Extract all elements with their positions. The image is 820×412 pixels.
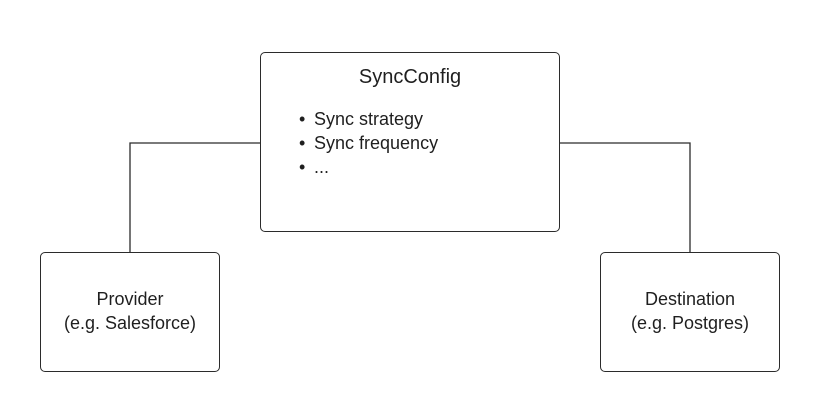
connector-syncconfig-to-destination <box>560 142 691 252</box>
syncconfig-item-strategy: Sync strategy <box>299 107 438 131</box>
syncconfig-item-frequency: Sync frequency <box>299 131 438 155</box>
syncconfig-title: SyncConfig <box>358 66 462 88</box>
destination-name: Destination <box>644 289 736 309</box>
provider-box[interactable]: Provider (e.g. Salesforce) <box>40 252 220 372</box>
destination-box[interactable]: Destination (e.g. Postgres) <box>600 252 780 372</box>
destination-label: Destination (e.g. Postgres) <box>601 287 779 335</box>
syncconfig-list: Sync strategy Sync frequency ... <box>299 107 438 179</box>
syncconfig-box[interactable]: SyncConfig Sync strategy Sync frequency … <box>260 52 560 232</box>
connector-syncconfig-to-provider <box>129 142 260 252</box>
destination-example: (e.g. Postgres) <box>630 313 750 333</box>
syncconfig-item-more: ... <box>299 155 438 179</box>
provider-example: (e.g. Salesforce) <box>63 313 197 333</box>
provider-label: Provider (e.g. Salesforce) <box>41 287 219 335</box>
provider-name: Provider <box>96 289 164 309</box>
